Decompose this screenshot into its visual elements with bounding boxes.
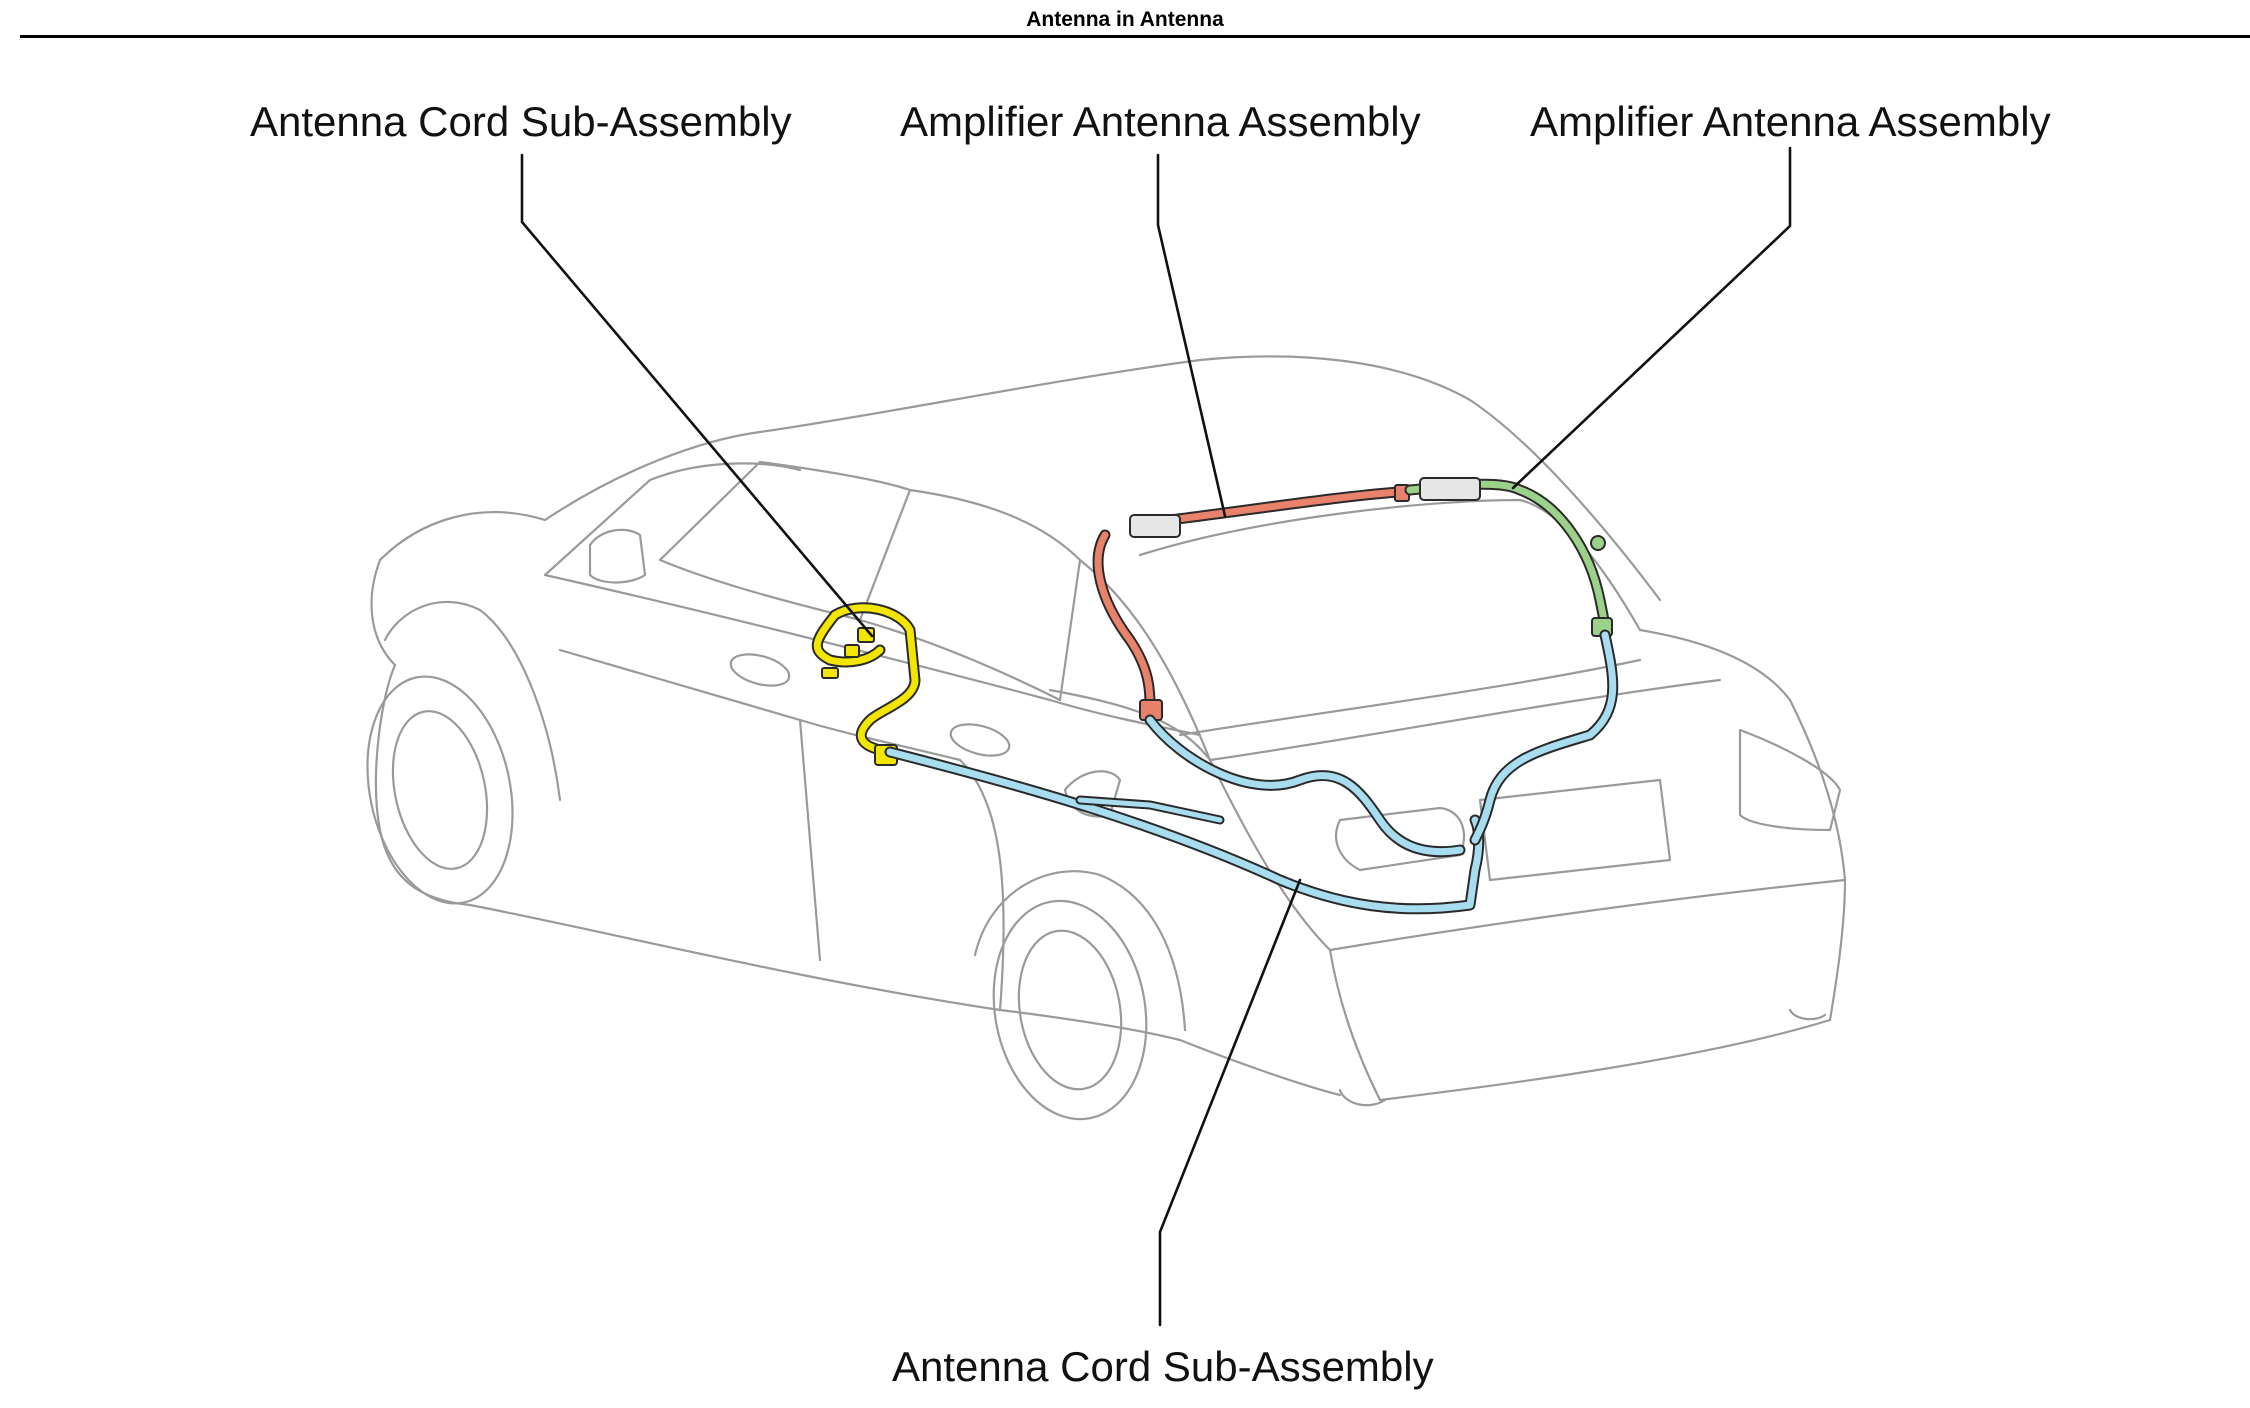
- leader-cord-bottom: [1158, 878, 1302, 1327]
- leader-cord-top: [520, 153, 874, 638]
- callout-amplifier-antenna-left: Amplifier Antenna Assembly: [900, 98, 1421, 145]
- title-divider: [20, 35, 2250, 38]
- callout-antenna-cord-bottom: Antenna Cord Sub-Assembly: [892, 1343, 1434, 1390]
- amplifier-antenna-red: [1092, 484, 1410, 721]
- page-title: Antenna in Antenna: [1026, 8, 1224, 31]
- leader-lines: [520, 146, 1792, 1327]
- leader-amp-left: [1156, 153, 1227, 518]
- callout-antenna-cord-top: Antenna Cord Sub-Assembly: [250, 98, 792, 145]
- amplifier-antenna-green: [1404, 477, 1613, 637]
- leader-amp-right: [1511, 146, 1792, 490]
- antenna-cord-blue: [884, 629, 1619, 915]
- callout-amplifier-antenna-right: Amplifier Antenna Assembly: [1530, 98, 2051, 145]
- car-outline: [366, 355, 1847, 1121]
